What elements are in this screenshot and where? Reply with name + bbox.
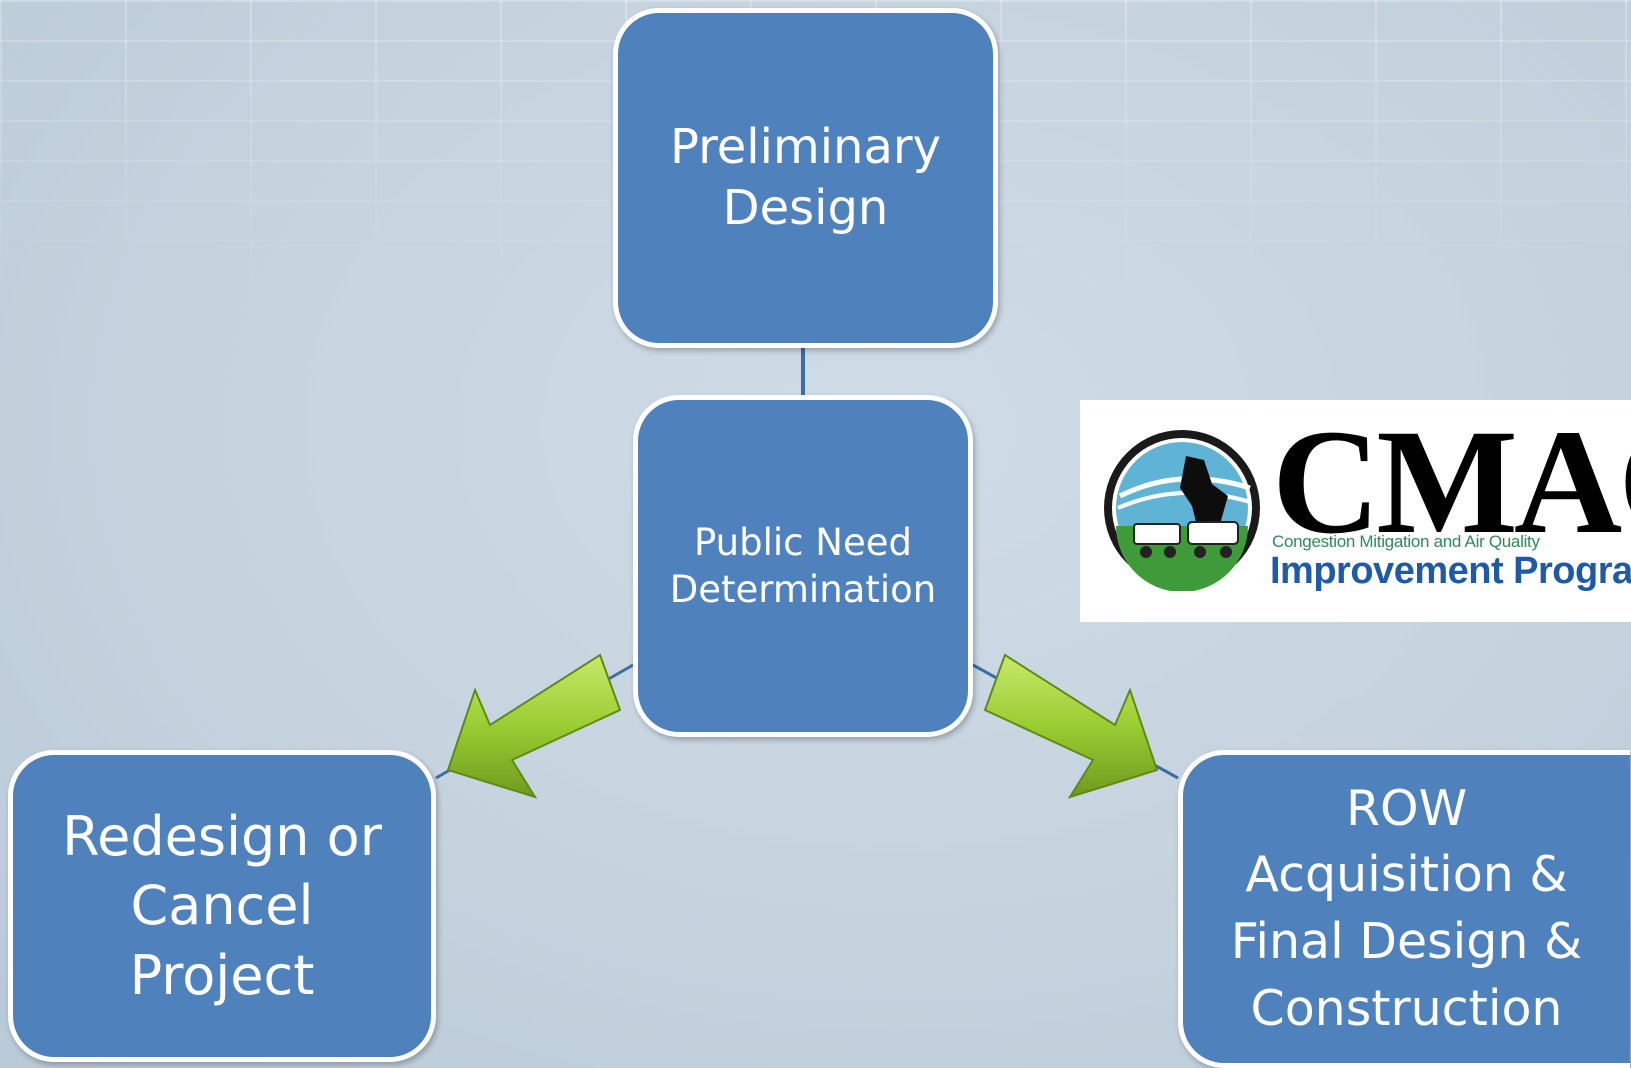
node-public-need-label: Public Need Determination xyxy=(669,520,937,611)
cmaq-logo: CMAQ Congestion Mitigation and Air Quali… xyxy=(1080,400,1631,622)
logo-tagline: Congestion Mitigation and Air Quality xyxy=(1272,532,1540,551)
logo-program: Improvement Program xyxy=(1270,550,1631,592)
node-redesign-label: Redesign or Cancel Project xyxy=(62,805,382,1007)
node-preliminary-design: Preliminary Design xyxy=(613,8,998,348)
node-row-acquisition: ROW Acquisition & Final Design & Constru… xyxy=(1178,750,1630,1068)
logo-wordmark: CMAQ xyxy=(1272,400,1631,565)
node-preliminary-design-label: Preliminary Design xyxy=(669,118,942,236)
node-public-need-determination: Public Need Determination xyxy=(633,395,973,737)
node-row-acquisition-label: ROW Acquisition & Final Design & Constru… xyxy=(1230,779,1583,1037)
node-redesign-or-cancel: Redesign or Cancel Project xyxy=(8,750,436,1062)
arrow-to-row xyxy=(983,653,1159,799)
arrow-to-redesign xyxy=(446,653,622,799)
michigan-seal-icon xyxy=(1104,430,1260,591)
